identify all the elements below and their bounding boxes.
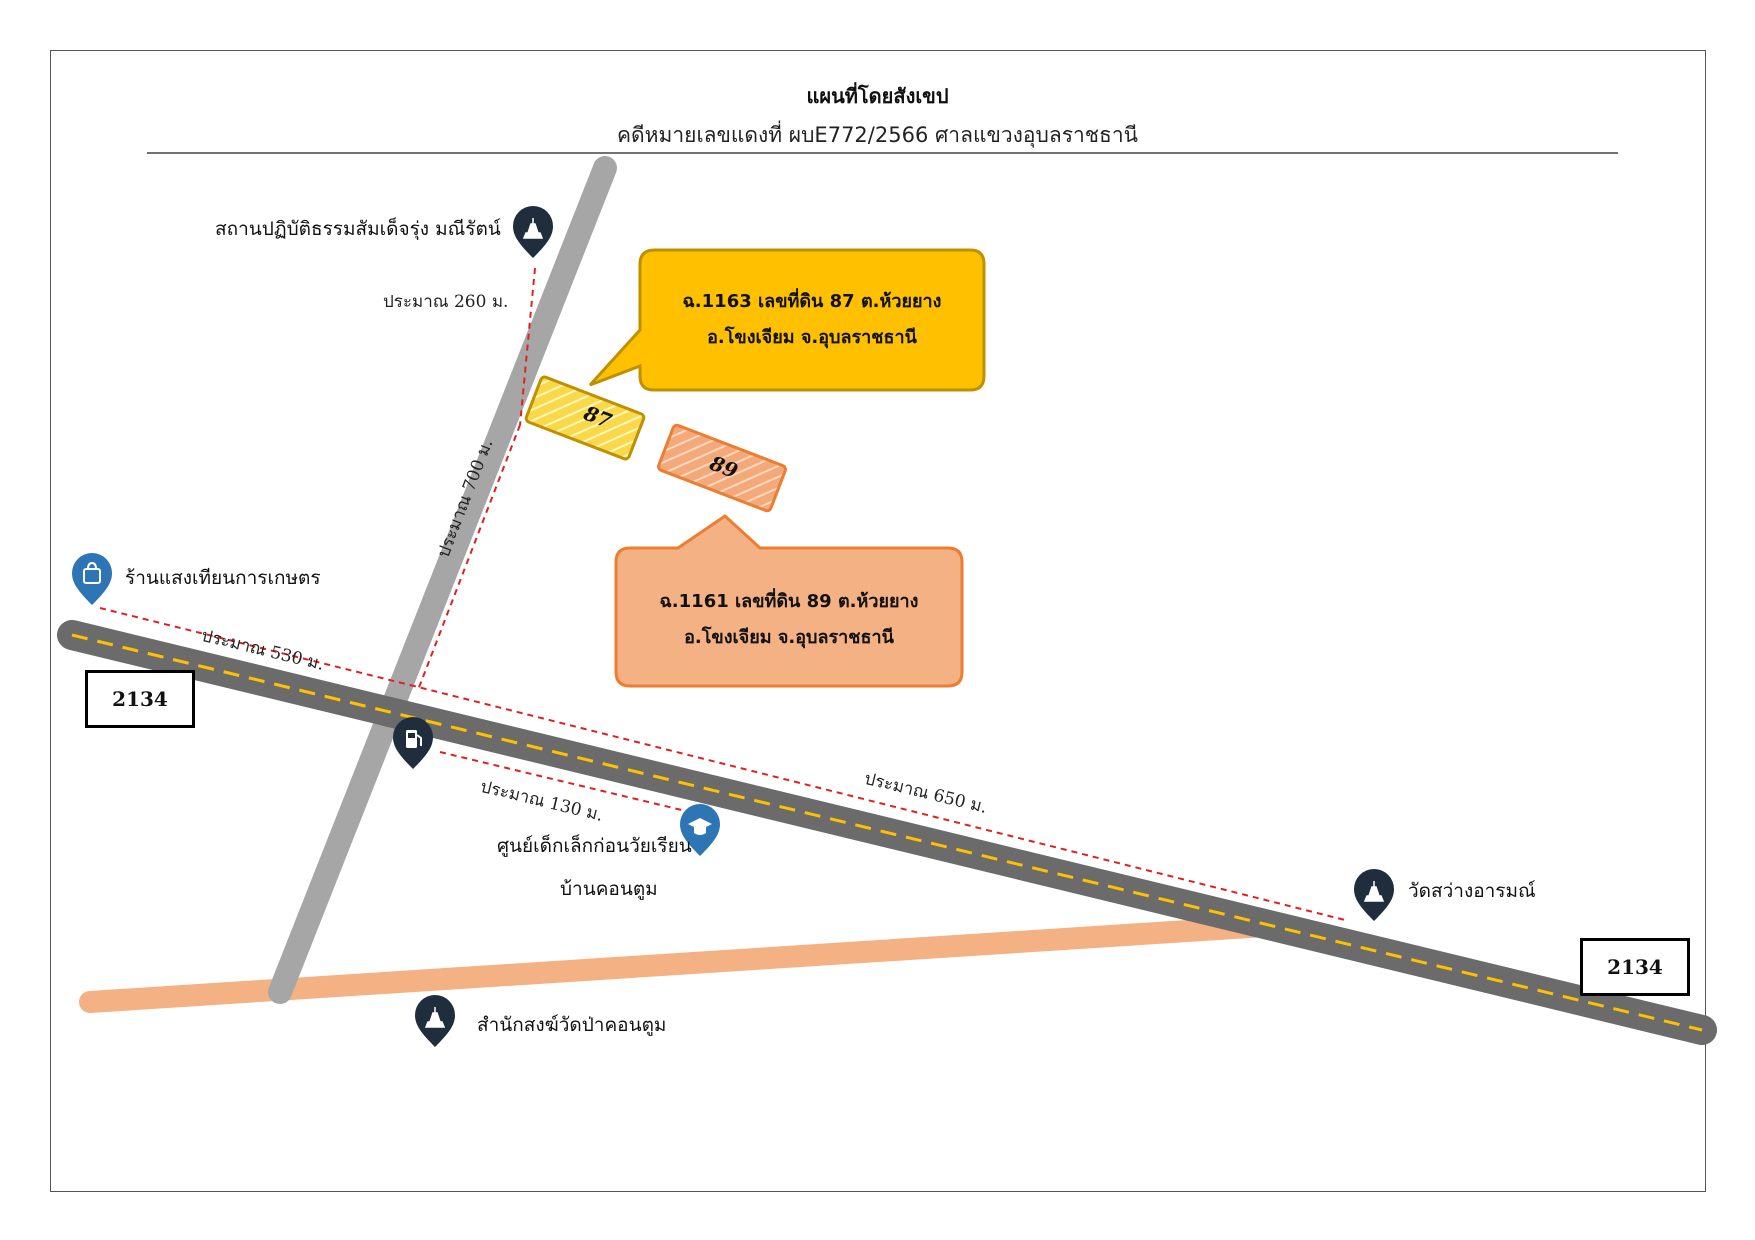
callout-89-line2: อ.โขงเจียม จ.อุบลราชธานี bbox=[684, 627, 894, 648]
parcel-87[interactable] bbox=[524, 375, 646, 461]
distance-line-temple-east bbox=[409, 684, 1346, 921]
distance-line-school bbox=[439, 751, 691, 813]
shop-pin-icon bbox=[72, 553, 112, 605]
temple-north-label: สถานปฏิบัติธรรมสัมเด็จรุ่ง มณีรัตน์ bbox=[215, 218, 501, 240]
callout-87-text: ฉ.1163 เลขที่ดิน 87 ต.ห้วยยาง อ.โขงเจียม… bbox=[640, 284, 984, 356]
temple-south-pin-icon bbox=[415, 995, 455, 1047]
temple-east-pin-icon bbox=[1354, 869, 1394, 921]
distance-line-side-road bbox=[417, 424, 521, 691]
distance-line-shop bbox=[99, 607, 411, 686]
shop-label: ร้านแสงเทียนการเกษตร bbox=[125, 567, 321, 589]
callout-89-text: ฉ.1161 เลขที่ดิน 89 ต.ห้วยยาง อ.โขงเจียม… bbox=[616, 584, 962, 656]
distance-lines bbox=[99, 267, 1346, 921]
school-label-line1: ศูนย์เด็กเล็กก่อนวัยเรียน bbox=[497, 835, 692, 857]
map-frame bbox=[50, 50, 1706, 1192]
callout-87-bubble bbox=[588, 248, 986, 392]
temple-south-label: สำนักสงฆ์วัดป่าคอนตูม bbox=[477, 1014, 667, 1036]
parcel-89[interactable] bbox=[657, 423, 787, 513]
map-title: แผนที่โดยสังเขป bbox=[806, 84, 949, 108]
route-marker-east: 2134 bbox=[1580, 938, 1690, 996]
temple-north-pin-icon bbox=[513, 206, 553, 258]
distance-line-temple-north bbox=[519, 267, 536, 426]
school-label-line2: บ้านคอนตูม bbox=[560, 878, 658, 900]
dirt-road bbox=[79, 915, 1276, 1013]
callout-87-line1: ฉ.1163 เลขที่ดิน 87 ต.ห้วยยาง bbox=[682, 291, 942, 312]
callout-89-bubble bbox=[614, 514, 964, 688]
map-subtitle: คดีหมายเลขแดงที่ ผบE772/2566 ศาลแขวงอุบล… bbox=[616, 123, 1139, 147]
school-pin-icon bbox=[680, 804, 720, 856]
highway-center-line bbox=[71, 633, 1703, 1032]
fuel-station-pin-icon bbox=[393, 717, 433, 769]
callout-87-line2: อ.โขงเจียม จ.อุบลราชธานี bbox=[707, 327, 917, 348]
temple-east-label: วัดสว่างอารมณ์ bbox=[1408, 880, 1536, 902]
side-road bbox=[268, 156, 617, 1004]
route-marker-west: 2134 bbox=[85, 670, 195, 728]
callout-89-line1: ฉ.1161 เลขที่ดิน 89 ต.ห้วยยาง bbox=[659, 591, 919, 612]
distance-label-temple-north: ประมาณ 260 ม. bbox=[383, 292, 509, 312]
